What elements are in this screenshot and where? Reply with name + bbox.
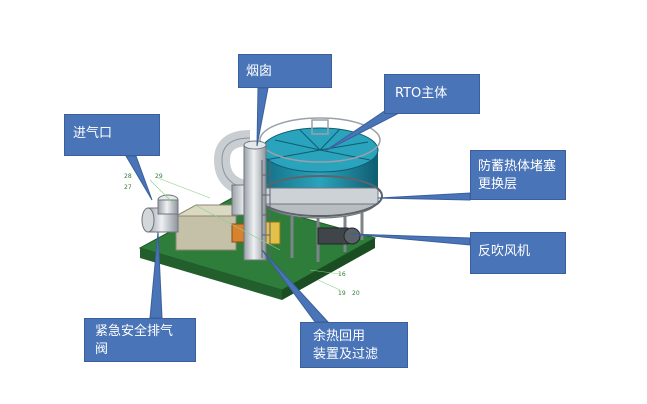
callout-heat-recovery-line1: 余热回用 xyxy=(313,329,366,344)
callout-rto-body-text: RTO主体 xyxy=(395,86,448,101)
callout-chimney: 烟囱 xyxy=(238,54,332,88)
callout-heat-recovery-line2: 装置及过滤 xyxy=(313,347,379,362)
callout-emergency-valve-line1: 紧急安全排气 xyxy=(95,324,174,339)
part-tag: 29 xyxy=(155,173,163,180)
part-tag: 27 xyxy=(124,184,132,191)
part-tag: 28 xyxy=(124,173,132,180)
part-tag: 20 xyxy=(352,290,360,297)
callout-heat-recovery: 余热回用 装置及过滤 xyxy=(300,322,408,368)
part-tag: 19 xyxy=(338,290,346,297)
callout-inlet-text: 进气口 xyxy=(73,126,113,141)
rto-main-body xyxy=(257,117,383,219)
backflush-fan xyxy=(317,227,361,245)
callout-heat-storage-layer-line1: 防蓄热体堵塞 xyxy=(478,159,557,174)
callout-backflush-fan: 反吹风机 xyxy=(470,232,566,274)
callout-heat-storage-layer-line2: 更换层 xyxy=(478,177,518,192)
callout-emergency-valve: 紧急安全排气 阀 xyxy=(84,318,196,362)
callout-emergency-valve-line2: 阀 xyxy=(95,342,109,357)
callout-inlet: 进气口 xyxy=(64,114,160,156)
callout-pointers xyxy=(125,87,471,323)
callout-rto-body: RTO主体 xyxy=(384,74,480,114)
part-tag: 16 xyxy=(338,271,346,278)
chimney xyxy=(243,140,271,261)
emergency-exhaust-valve xyxy=(141,194,179,233)
callout-backflush-fan-text: 反吹风机 xyxy=(478,244,531,259)
part-leader-lines xyxy=(149,177,341,291)
callout-chimney-text: 烟囱 xyxy=(246,64,273,79)
callout-heat-storage-layer: 防蓄热体堵塞 更换层 xyxy=(470,150,566,200)
